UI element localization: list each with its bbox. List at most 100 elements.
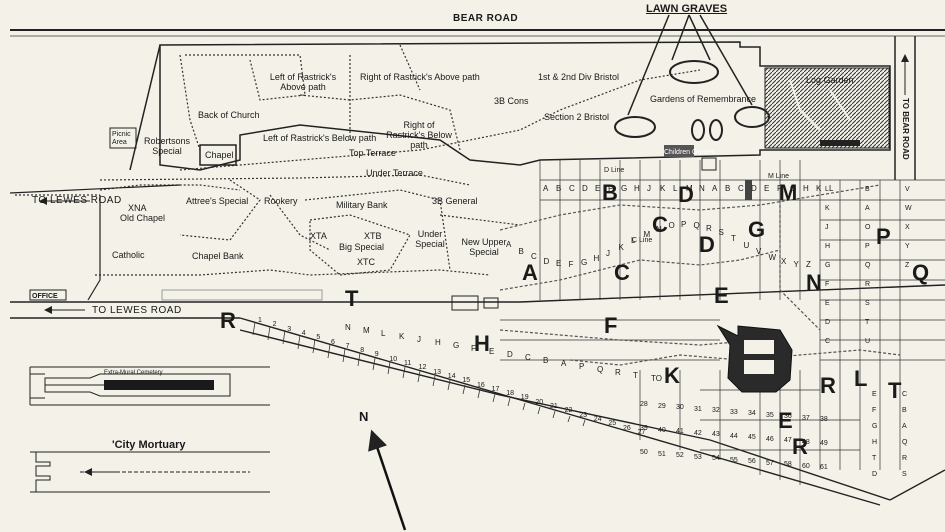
section-letter: N [806, 270, 822, 295]
plot-label: K [399, 332, 405, 341]
section-letter: R [792, 434, 808, 459]
log-garden-area [764, 67, 890, 149]
plot-label: B [902, 407, 907, 414]
plot-label: T [865, 319, 870, 326]
plot-label: 12 [418, 364, 427, 372]
extra-mural-inset [29, 366, 270, 406]
right-road [894, 36, 916, 180]
plot-label: 43 [712, 431, 720, 438]
plot-label: 17 [491, 385, 500, 393]
plot-label: F [471, 344, 476, 353]
plot-label: F [777, 184, 782, 193]
area-label: Left of Rastrick's Above path [269, 72, 337, 92]
plot-label: R [615, 368, 621, 377]
area-label: Military Bank [336, 200, 388, 210]
section-letter: D [678, 182, 694, 207]
plot-label: 14 [447, 372, 456, 380]
plot-label: 23 [579, 411, 587, 419]
plot-label: 32 [712, 407, 720, 414]
plot-label: C [569, 184, 575, 193]
plot-label: F [568, 259, 574, 269]
plot-label: G [453, 341, 460, 350]
plot-label: J [825, 224, 829, 231]
plot-label: M [686, 184, 693, 193]
plot-label: O [668, 221, 675, 231]
section-letter: M [779, 180, 798, 205]
area-label: 3B Cons [494, 96, 529, 106]
plot-label: 18 [506, 390, 514, 398]
plot-label: 21 [550, 403, 558, 410]
plot-label: E [556, 259, 562, 269]
plot-label: 4 [301, 329, 306, 337]
plot-label: 26 [623, 424, 631, 432]
plot-label: H [435, 338, 441, 347]
section-letter: C [614, 260, 630, 285]
plot-label: R [902, 455, 908, 462]
plot-label: C [825, 338, 831, 345]
area-label: Under Terrace [366, 168, 423, 178]
plot-label: Q [865, 262, 871, 269]
plot-label: B [865, 186, 870, 193]
plot-label: D [582, 184, 588, 193]
plot-label: E [489, 347, 495, 356]
childrens-garden-block [664, 145, 694, 157]
plot-label: Y [793, 259, 799, 269]
area-label: XNA [128, 203, 147, 213]
plot-label: 49 [820, 440, 828, 447]
section-letter: F [604, 313, 618, 338]
plot-label: 11 [404, 360, 412, 367]
area-label: Under Special [415, 229, 445, 249]
area-label: Top Terrace [349, 148, 396, 158]
plot-label: X [781, 257, 787, 267]
plot-label: G [790, 184, 797, 193]
plot-label: F [608, 184, 613, 193]
section-letter: D [699, 232, 715, 257]
plot-label: A [865, 205, 870, 212]
area-label: XTA [310, 231, 327, 241]
plot-label: A [506, 240, 512, 249]
plot-label: K [816, 184, 822, 193]
plot-label: S [865, 300, 870, 307]
plot-label: 51 [658, 450, 666, 458]
plot-label: 58 [784, 461, 792, 468]
plot-label: C [525, 353, 531, 362]
plot-label: 41 [676, 428, 684, 435]
plot-label: Q [597, 365, 604, 374]
plot-label: B [556, 184, 562, 193]
city-mortuary-inset [30, 451, 270, 493]
diagonal-dividers [252, 321, 586, 427]
plot-label: N [656, 224, 662, 234]
plot-label: 52 [676, 452, 684, 459]
section-letter: K [664, 363, 680, 388]
section-letter: H [474, 331, 490, 356]
plot-label: D [872, 471, 878, 478]
plot-label: L [381, 329, 386, 338]
section-letter: B [602, 180, 618, 205]
plot-label: 35 [766, 411, 774, 419]
area-label: 3B General [432, 196, 478, 206]
plot-label: 57 [766, 459, 774, 467]
plot-label: N [345, 323, 351, 332]
plot-label: 53 [694, 453, 702, 461]
section-letter: E [714, 283, 729, 308]
plot-label: J [606, 249, 610, 259]
plot-label: L [825, 186, 829, 193]
plot-label: V [905, 186, 910, 193]
plot-label: H [803, 184, 809, 193]
plot-label: 15 [462, 377, 471, 385]
plot-label: 8 [360, 347, 365, 355]
area-label: 1st & 2nd Div Bristol [538, 72, 620, 82]
plot-label: U [743, 241, 750, 250]
plot-grid [500, 160, 945, 485]
section-letter: T [888, 378, 902, 403]
plot-label: 20 [535, 398, 544, 406]
section-letter: C [652, 212, 668, 237]
plot-label: V [756, 247, 762, 257]
plot-label: 45 [748, 434, 756, 441]
plot-label: B [543, 356, 549, 365]
area-label: Catholic [112, 250, 145, 260]
plot-label: 2 [272, 321, 277, 329]
plot-label: E [825, 300, 830, 307]
dotted-paths [15, 44, 701, 276]
